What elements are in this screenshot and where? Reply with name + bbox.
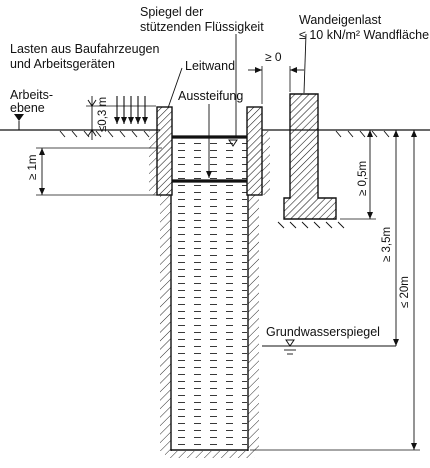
label-spiegel-line1: Spiegel der <box>140 5 203 19</box>
label-arbeits-line2: ebene <box>10 101 45 115</box>
guide-wall-soil-left <box>149 131 157 195</box>
guide-wall-soil-right <box>262 131 270 195</box>
dimension-20m <box>250 130 420 451</box>
dimension-0 <box>248 66 304 104</box>
guide-wall-right <box>246 106 263 196</box>
label-spiegel-line2: stützenden Flüssigkeit <box>140 20 264 34</box>
trench-soil-right <box>247 195 259 451</box>
ground-right <box>262 129 430 138</box>
label-wandeigenlast-line1: Wandeigenlast <box>299 13 382 27</box>
dim-text-0: ≥ 0 <box>265 50 282 64</box>
label-lasten-line1: Lasten aus Baufahrzeugen <box>10 42 159 56</box>
label-grundwasserspiegel: Grundwasserspiegel <box>266 325 380 339</box>
label-aussteifung: Aussteifung <box>178 89 243 103</box>
dim-text-3-5m: ≥ 3,5m <box>381 227 393 262</box>
leader-lines <box>167 33 307 178</box>
dimension-1m <box>36 147 162 196</box>
dimension-0-3m <box>86 96 156 140</box>
ground-left <box>0 129 160 138</box>
working-level-marker <box>14 114 24 130</box>
load-arrows <box>114 96 148 124</box>
dimension-0-5m <box>340 130 376 220</box>
supporting-fluid <box>172 136 247 450</box>
label-wandeigenlast-line2: ≤ 10 kN/m² Wandfläche <box>299 28 429 42</box>
dim-text-1m: ≥ 1m <box>27 155 39 180</box>
label-lasten-line2: und Arbeitsgeräten <box>10 57 115 71</box>
dim-text-0-5m: ≥ 0,5m <box>357 161 369 196</box>
dim-text-0-3m: ≤0,3 m <box>97 97 109 132</box>
trench-soil-left <box>160 195 172 451</box>
label-leitwand: Leitwand <box>185 59 235 73</box>
guide-wall-left <box>156 106 173 196</box>
trench-bottom <box>165 449 255 458</box>
groundwater-level <box>262 339 396 355</box>
label-arbeits-line1: Arbeits- <box>10 88 53 102</box>
neighbouring-wall <box>277 93 345 229</box>
dim-text-20m: ≤ 20m <box>399 276 411 308</box>
